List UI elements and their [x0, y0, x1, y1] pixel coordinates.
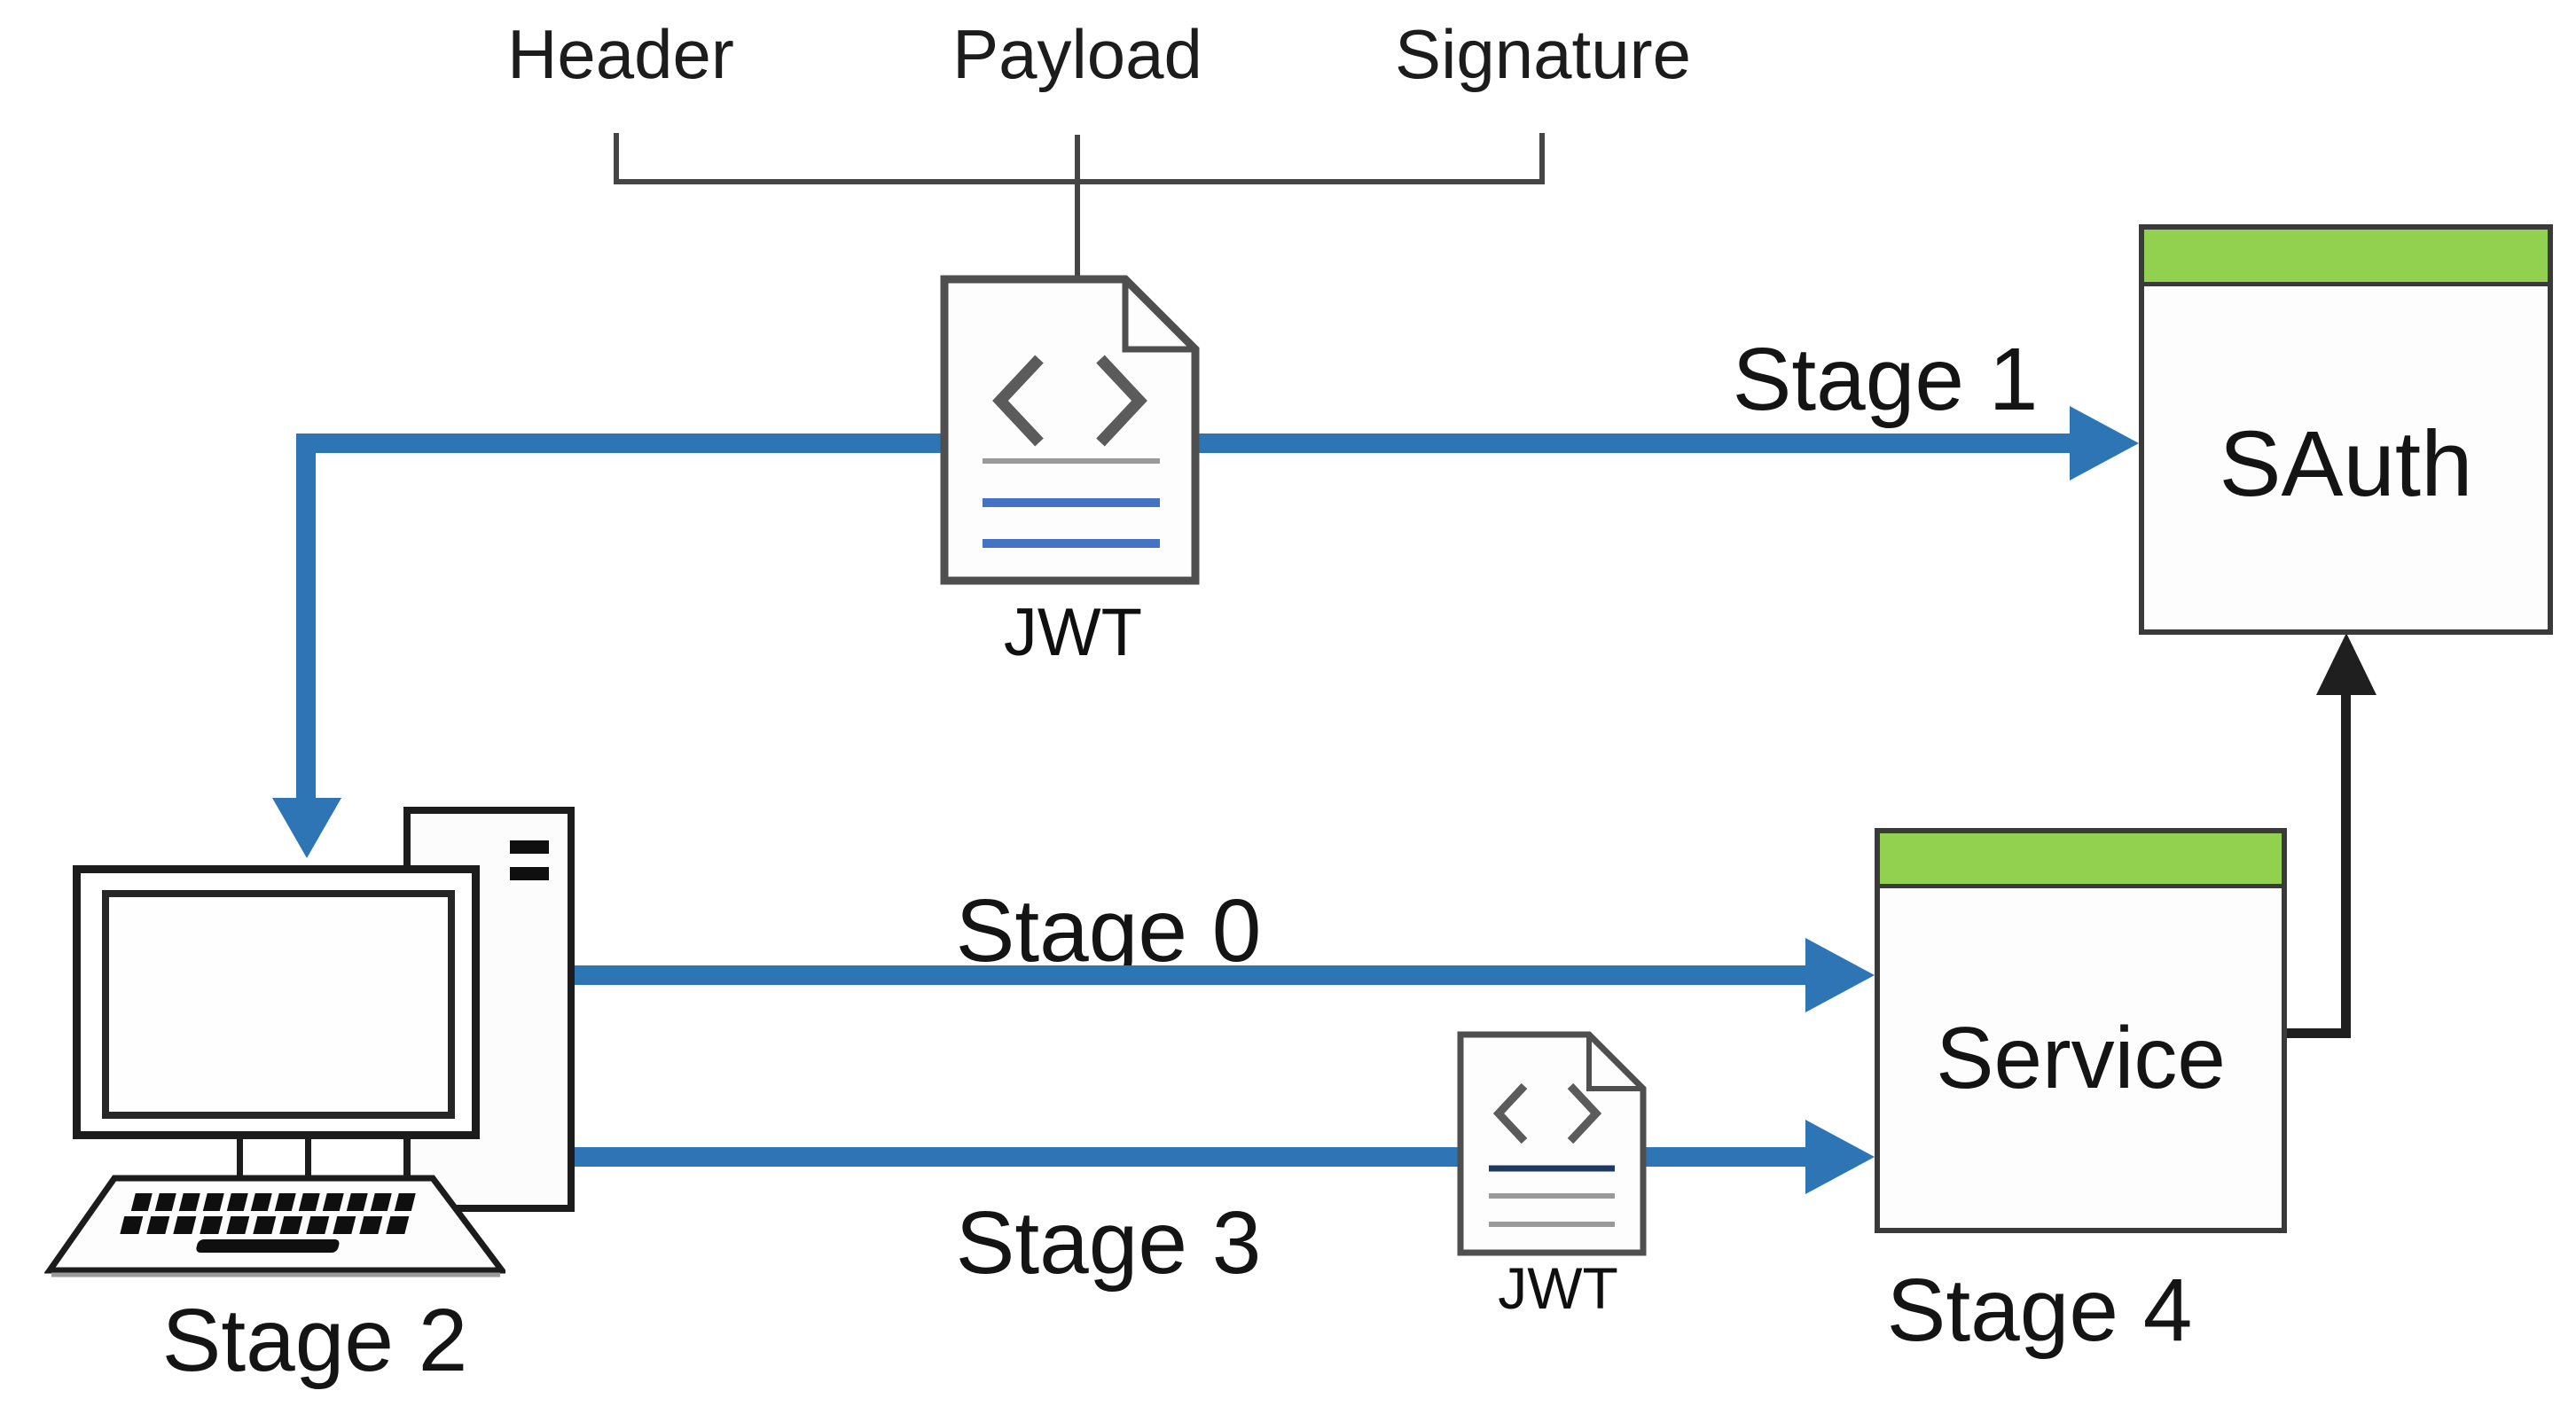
service-label: Service — [1936, 1009, 2226, 1106]
stage2-arrowhead-down — [272, 798, 341, 858]
sauth-server-box: SAuth — [2139, 224, 2553, 635]
monitor-stand-right — [305, 1139, 311, 1182]
jwt-part-label-header: Header — [507, 15, 734, 93]
stage1-label: Stage 1 — [1732, 330, 2039, 429]
sauth-label: SAuth — [2219, 412, 2473, 516]
tower-drive-slot-bottom — [510, 867, 549, 880]
keyboard-keys — [120, 1193, 416, 1253]
stage0-arrowhead-right — [1805, 938, 1875, 1012]
stage0-arrow-shaft — [575, 965, 1807, 985]
stage0-label: Stage 0 — [955, 881, 1262, 980]
stage2-label: Stage 2 — [161, 1291, 468, 1390]
sauth-header-band — [2144, 230, 2548, 286]
stage3-arrowhead-right — [1805, 1120, 1875, 1194]
jwt-parts-bracket-stem — [1075, 135, 1080, 277]
code-icon — [1567, 1082, 1602, 1144]
jwt-parts-bracket-tick-right — [1539, 133, 1545, 184]
jwt-doc-label: JWT — [1003, 595, 1143, 670]
service-to-sauth-arrow-vertical — [2341, 693, 2351, 1038]
jwt-part-label-payload: Payload — [952, 15, 1202, 93]
jwt-small-document-icon — [1457, 1031, 1647, 1256]
jwt-parts-bracket-tick-left — [614, 133, 619, 184]
code-icon — [1492, 1082, 1528, 1144]
service-header-band — [1880, 833, 2282, 888]
jwt-small-doc-label: JWT — [1498, 1255, 1618, 1321]
jwt-document-icon — [940, 275, 1200, 585]
monitor-stand-left — [237, 1139, 243, 1182]
stage3-label: Stage 3 — [955, 1193, 1262, 1293]
monitor-screen — [102, 890, 455, 1119]
service-server-box: Service — [1875, 828, 2287, 1233]
code-icon — [1096, 355, 1147, 447]
jwt-part-label-signature: Signature — [1395, 15, 1691, 93]
stage1-arrowhead-right — [2070, 406, 2139, 480]
stage2-arrow-shaft — [296, 434, 316, 801]
code-icon — [992, 355, 1044, 447]
stage4-label: Stage 4 — [1886, 1261, 2193, 1360]
computer-monitor-icon — [73, 865, 480, 1139]
computer-keyboard-icon — [44, 1175, 505, 1277]
tower-drive-slot-top — [510, 840, 549, 854]
service-to-sauth-arrow-horizontal — [2287, 1028, 2351, 1038]
service-to-sauth-arrowhead-up — [2316, 633, 2376, 695]
